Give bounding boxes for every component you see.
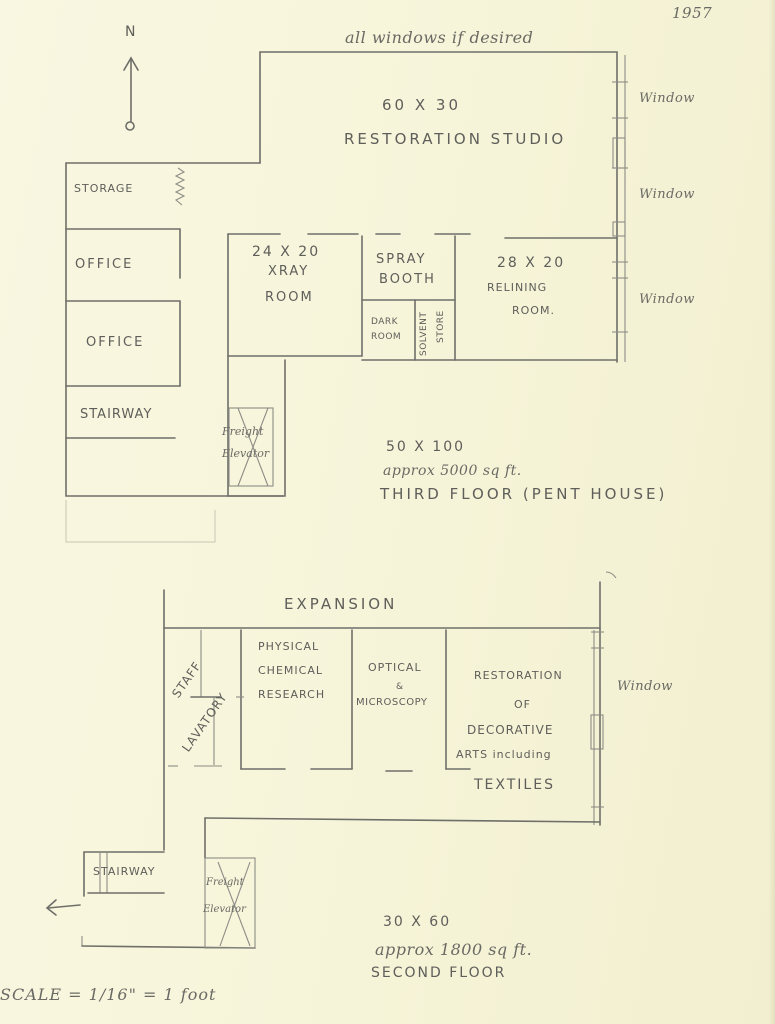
restoration-decorative-label-line2: OF: [514, 698, 531, 711]
north-label: N: [125, 24, 136, 40]
freight-elevator-label-second-line2: Elevator: [203, 904, 246, 915]
exit-arrow-icon: [45, 899, 81, 916]
relining-room-label-line2: ROOM.: [512, 304, 555, 317]
restoration-decorative-label-line3: DECORATIVE: [467, 723, 554, 737]
third-floor-title: THIRD FLOOR (PENT HOUSE): [380, 485, 668, 503]
office-1-label: OFFICE: [75, 257, 134, 272]
xray-room-dimensions: 24 X 20: [252, 244, 321, 260]
third-floor-area: approx 5000 sq ft.: [383, 463, 522, 479]
optical-microscopy-label-line3: MICROSCOPY: [356, 697, 428, 708]
second-floor-plan: [45, 571, 617, 949]
relining-room-label-line1: RELINING: [487, 281, 548, 294]
stairway-label-second: STAIRWAY: [93, 865, 156, 878]
freight-elevator-label-second-line1: Freight: [206, 877, 244, 888]
optical-microscopy-label-line2: &: [396, 682, 404, 692]
physical-research-label-line1: PHYSICAL: [258, 640, 320, 653]
window-label-second: Window: [617, 679, 673, 694]
second-floor-area: approx 1800 sq ft.: [375, 940, 533, 959]
third-floor-dimensions: 50 X 100: [386, 439, 466, 455]
xray-room-label-line2: ROOM: [265, 290, 314, 305]
freight-elevator-label-third-line2: Elevator: [222, 447, 270, 460]
storage-label: STORAGE: [74, 182, 134, 195]
freight-elevator-label-third-line1: Freight: [222, 425, 264, 438]
solvent-store-label-line1: SOLVENT: [419, 311, 429, 356]
office-2-label: OFFICE: [86, 335, 145, 350]
window-label-3: Window: [639, 292, 695, 307]
spray-booth-label-line2: BOOTH: [379, 272, 436, 287]
top-note: all windows if desired: [345, 28, 534, 47]
third-floor-plan: [65, 51, 628, 543]
stairway-label-third: STAIRWAY: [80, 407, 153, 422]
restoration-decorative-label-line5: TEXTILES: [474, 777, 555, 793]
window-label-1: Window: [639, 91, 695, 106]
restoration-decorative-label-line1: RESTORATION: [474, 669, 563, 682]
year-label: 1957: [672, 4, 713, 22]
physical-research-label-line3: RESEARCH: [258, 688, 326, 701]
solvent-store-label-line2: STORE: [436, 310, 446, 343]
restoration-studio-dimensions: 60 X 30: [382, 96, 461, 114]
restoration-decorative-label-line4: ARTS including: [456, 748, 552, 761]
relining-room-dimensions: 28 X 20: [497, 255, 566, 271]
spray-booth-label-line1: SPRAY: [376, 252, 427, 267]
expansion-label: EXPANSION: [284, 595, 398, 613]
dark-room-label-line2: ROOM: [371, 332, 402, 342]
restoration-studio-label: RESTORATION STUDIO: [344, 130, 567, 148]
window-label-2: Window: [639, 187, 695, 202]
second-floor-title: SECOND FLOOR: [371, 965, 507, 981]
physical-research-label-line2: CHEMICAL: [258, 664, 323, 677]
dark-room-label-line1: DARK: [371, 317, 399, 327]
xray-room-label-line1: XRAY: [268, 264, 310, 279]
scale-note: SCALE = 1/16" = 1 foot: [0, 985, 217, 1004]
north-arrow-icon: [123, 56, 139, 131]
second-floor-dimensions: 30 X 60: [383, 914, 452, 930]
optical-microscopy-label-line1: OPTICAL: [368, 661, 422, 674]
